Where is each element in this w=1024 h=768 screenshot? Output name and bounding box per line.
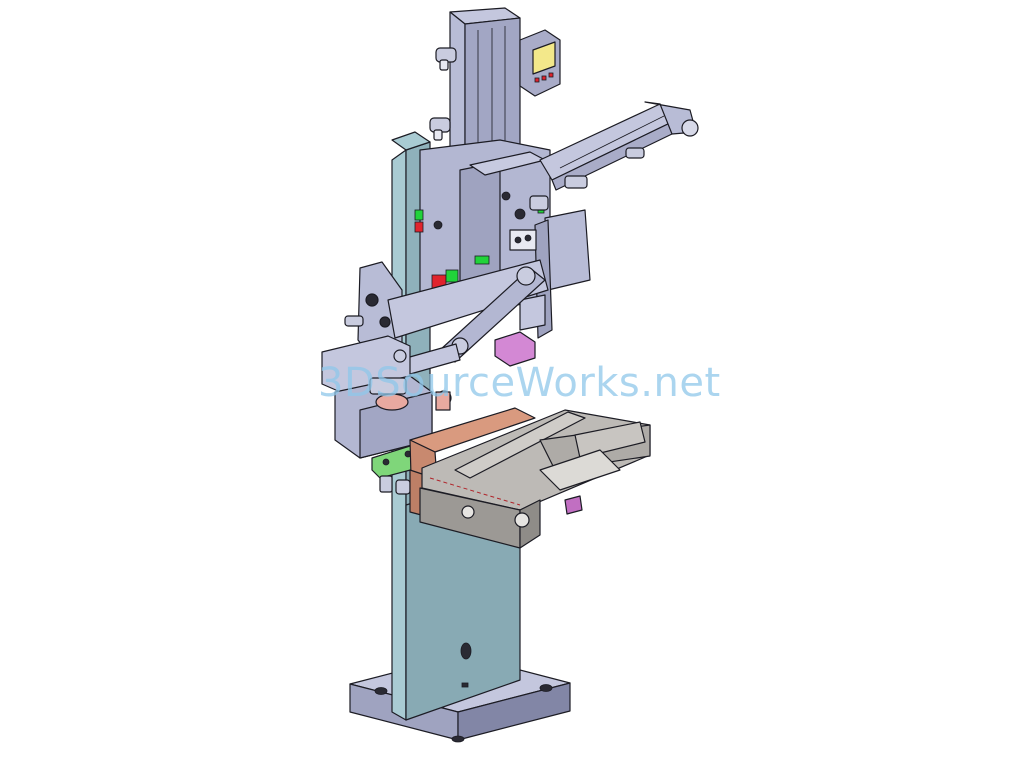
column-slot	[461, 682, 469, 688]
stop-block	[494, 331, 583, 515]
vertical-cylinder	[429, 7, 521, 159]
display-icon	[519, 29, 561, 97]
double-block	[509, 229, 537, 251]
base-hole	[539, 684, 553, 692]
cylinder-fitting-bottom	[429, 117, 451, 141]
fitting-icon	[344, 315, 364, 327]
base-hole	[374, 687, 388, 695]
green-clamp	[371, 445, 421, 495]
indicator-green	[414, 209, 424, 221]
axis-line	[429, 477, 521, 506]
base-hole	[451, 735, 465, 743]
indicator-green	[474, 255, 490, 265]
cylinder-end-fitting	[681, 119, 699, 137]
indicator-green	[445, 269, 459, 283]
cylinder-rod-fitting	[625, 147, 645, 159]
column-hole	[460, 642, 472, 660]
slide-table	[419, 409, 651, 549]
cylinder-icon	[529, 101, 699, 211]
indicator-red	[414, 221, 424, 233]
tooling-head	[321, 335, 452, 459]
cylinder-fitting-top	[435, 47, 457, 71]
